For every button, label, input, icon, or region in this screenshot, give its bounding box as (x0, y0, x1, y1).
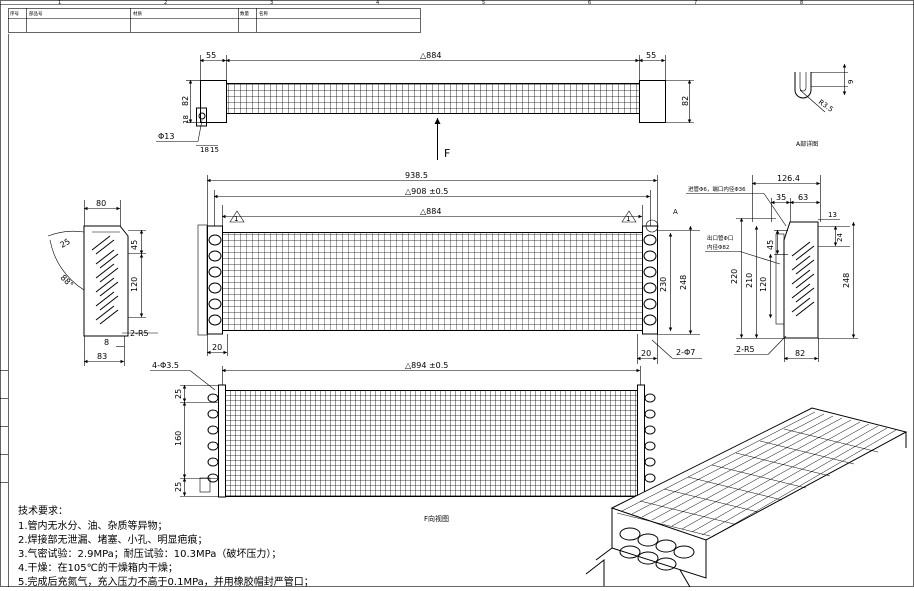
column-ruler: 1 2 3 4 5 6 7 8 (58, 0, 803, 6)
dim-text: 18 (182, 115, 190, 124)
note-item: 1.管内无水分、油、杂质等异物； (18, 521, 168, 532)
dim-text: 938.5 (405, 171, 428, 180)
callout-text: 进管Φ6，端口内径Φ36 (688, 185, 746, 193)
dim-text: 9 (847, 80, 855, 84)
dim-text: 63 (798, 193, 808, 202)
ruler-label: 1 (58, 0, 61, 6)
right-return-bends (643, 234, 657, 326)
ruler-label: 3 (270, 0, 273, 6)
dim-text: 15 (210, 146, 219, 154)
detail-a: 9 R3.5 A部详图 (794, 63, 855, 148)
note-item: 2.焊接部无泄漏、堵塞、小孔、明显疤痕； (18, 535, 208, 546)
dim-text: 220 (730, 269, 739, 284)
tube-slots-right (791, 241, 815, 317)
detail-caption: A部详图 (796, 140, 818, 148)
dim-text: 18 (200, 146, 209, 154)
dim-text: 82 (181, 96, 190, 106)
dim-text: 25 (174, 389, 183, 399)
dim-text: 2-R5 (130, 329, 149, 338)
dim-text: 230 (659, 277, 668, 292)
front-view: 938.5 △908 ±0.5 △884 1 1 230 248 20 20 2… (197, 171, 702, 364)
note-item: 4.干燥：在105℃的干燥箱内干燥； (18, 563, 178, 574)
note-item: 3.气密试验：2.9MPa；耐压试验：10.3MPa（破坏压力）； (18, 549, 282, 560)
dim-text: 20 (212, 343, 222, 352)
front-fin-mesh (222, 232, 643, 331)
dim-text: 8 (104, 338, 109, 347)
dim-text: 248 (679, 275, 688, 290)
header-cell: 部品号 (29, 10, 43, 17)
dim-text: 82 (795, 349, 805, 358)
dim-text: 120 (759, 277, 768, 292)
top-end-block-left (200, 80, 227, 123)
dim-text: △894 ±0.5 (405, 361, 448, 370)
dim-text: 25 (59, 237, 72, 250)
dim-text: 55 (646, 51, 656, 60)
left-return-bends (208, 234, 222, 326)
header-cell: 名称 (259, 10, 268, 17)
dim-text: 120 (130, 277, 139, 292)
datum-marker: 1 (626, 215, 630, 223)
isometric-view (585, 407, 908, 588)
ruler-label: 8 (800, 0, 803, 6)
dim-text: 55 (206, 51, 216, 60)
dim-text: △908 ±0.5 (405, 187, 448, 196)
header-cell: 序号 (10, 10, 19, 17)
dim-text: 248 (842, 273, 851, 288)
dim-text: 160 (174, 431, 183, 446)
ruler-label: 2 (164, 0, 167, 6)
dim-text: 2-R5 (736, 345, 755, 354)
dim-text: 210 (745, 273, 754, 288)
dim-text: 82 (681, 96, 690, 106)
tube-slots (91, 235, 119, 325)
dim-text: 80 (96, 199, 106, 208)
ruler-label: 4 (376, 0, 379, 6)
view-arrow-label: F (444, 147, 450, 160)
dim-text: 83 (97, 352, 107, 361)
dim-text: △884 (420, 51, 441, 60)
ruler-label: 7 (694, 0, 697, 6)
callout-text: 内径Φ82 (707, 243, 729, 251)
dim-text: Φ13 (158, 132, 174, 141)
callout-text: 出口管Φ口 (707, 234, 733, 242)
iso-return-bends (619, 527, 695, 571)
dim-text: 35 (776, 193, 786, 202)
notes-heading: 技术要求： (18, 506, 68, 517)
view-caption: F向视图 (424, 514, 449, 523)
dim-text: 126.4 (777, 174, 800, 183)
dim-text: 20 (641, 349, 651, 358)
header-cell: 材质 (133, 10, 142, 17)
dim-text: 45 (130, 240, 139, 250)
detail-ref: A (673, 208, 678, 216)
header-cell: 数量 (240, 10, 249, 17)
right-side-view: 进管Φ6，端口内径Φ36 出口管Φ口 内径Φ82 126.4 35 63 13 … (686, 174, 858, 362)
dim-text: 13 (828, 211, 837, 219)
ruler-label: 6 (588, 0, 591, 6)
dim-text: 2-Φ7 (676, 348, 695, 357)
dim-text: 88° (59, 273, 75, 289)
f-direction-view: △894 ±0.5 4-Φ3.5 25 160 25 F向视图 (150, 361, 656, 523)
header-table: 序号 部品号 材质 数量 名称 (8, 8, 421, 33)
dim-text: 25 (174, 482, 183, 492)
note-item: 5.完成后充氮气，充入压力不高于0.1MPa，并用橡胶帽封严管口； (18, 577, 314, 588)
dim-text: R3.5 (817, 98, 835, 114)
top-view: 55 △884 55 82 82 18 Φ13 18 15 F (156, 51, 694, 160)
dim-text: 4-Φ3.5 (152, 361, 179, 370)
dim-text: 24 (836, 233, 844, 242)
top-fin-mesh (226, 83, 640, 114)
left-side-view: 80 25 45 120 88° 2-R5 8 83 (47, 199, 158, 366)
dim-text: 45 (766, 240, 775, 250)
f-view-mesh (225, 390, 638, 497)
ruler-label: 5 (482, 0, 485, 6)
top-end-block-right (639, 80, 666, 123)
dim-text: △884 (420, 207, 441, 216)
datum-marker: 1 (234, 215, 238, 223)
